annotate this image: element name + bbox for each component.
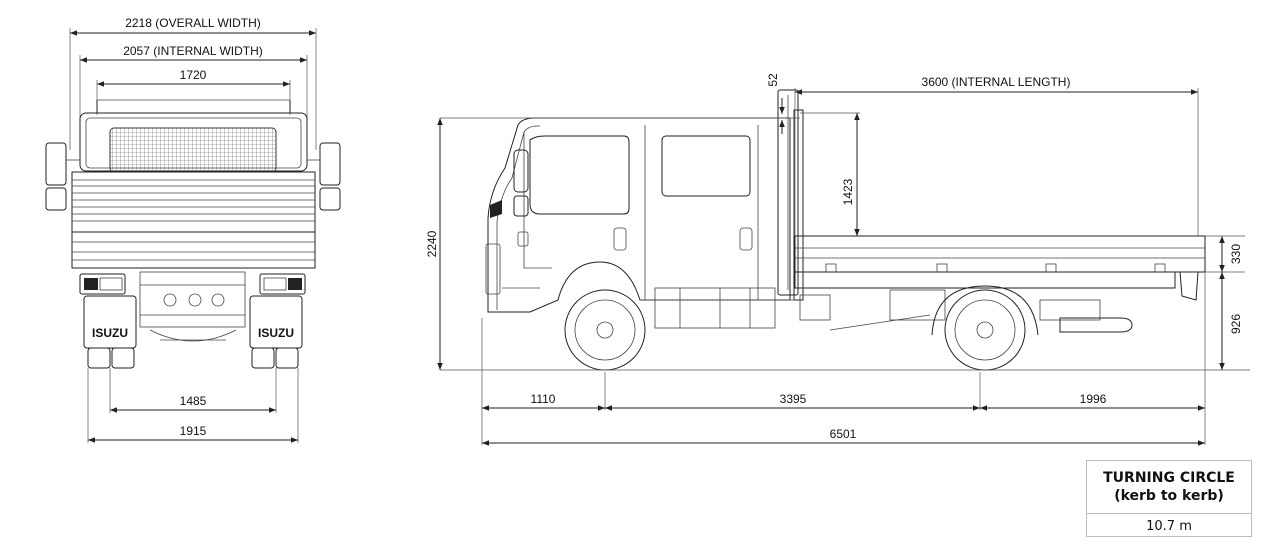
left-mirror [45,142,67,186]
overall-length-label: 6501 [830,427,857,441]
tray-tailgate [71,171,316,233]
front-overhang-label: 1110 [531,392,556,406]
turning-circle-title-line1: TURNING CIRCLE [1103,470,1235,486]
tray-deck [794,235,1206,273]
front-view: 2218 (OVERALL WIDTH) 2057 (INTERNAL WIDT… [45,16,341,443]
track-width-label: 1485 [180,394,207,408]
internal-width-label: 2057 (INTERNAL WIDTH) [123,44,263,58]
rear-door-window [661,135,751,197]
overall-width-label: 2218 (OVERALL WIDTH) [125,16,261,30]
rear-wheel [931,285,1039,371]
front-door-window [529,135,630,215]
side-height-label: 330 [1229,244,1243,264]
turning-circle-box: TURNING CIRCLE (kerb to kerb) 10.7 m [1086,460,1252,537]
side-view: 2240 52 3600 (INTERNAL LENGTH) 1423 330 … [425,73,1250,446]
cab-outline [487,117,791,313]
overall-height-label: 2240 [425,230,439,257]
internal-length-label: 3600 (INTERNAL LENGTH) [922,75,1071,89]
headboard-height-label: 1423 [841,178,855,205]
turning-circle-value: 10.7 m [1146,518,1192,534]
headboard-post [777,89,799,296]
deck-height-label: 926 [1229,314,1243,334]
rear-overhang-label: 1996 [1080,392,1107,406]
front-wheel [564,289,646,371]
cab-gap-label: 52 [766,73,780,87]
axle-width-label: 1915 [180,424,207,438]
right-flap-logo: ISUZU [258,326,294,340]
turning-circle-title: TURNING CIRCLE (kerb to kerb) [1087,461,1251,514]
wheelbase-label: 3395 [780,392,807,406]
turning-circle-title-line2: (kerb to kerb) [1114,488,1224,504]
right-mirror [319,142,341,186]
left-flap-logo: ISUZU [92,326,128,340]
left-mud-flap [83,295,137,349]
top-width-label: 1720 [180,68,207,82]
right-mud-flap [249,295,303,349]
